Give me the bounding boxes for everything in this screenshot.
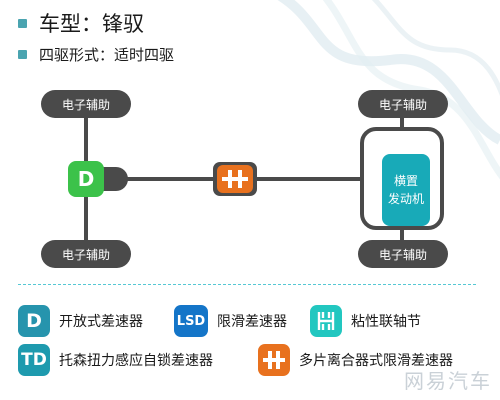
legend-torsen: TD 托森扭力感应自锁差速器 — [18, 344, 213, 376]
header: 车型：锋驭 四驱形式：适时四驱 — [18, 8, 174, 65]
vehicle-model: 车型：锋驭 — [39, 12, 144, 36]
legend-viscous: 粘性联轴节 — [310, 305, 421, 337]
torsen-label: 托森扭力感应自锁差速器 — [59, 353, 213, 369]
assist-pill-rear-top: 电子辅助 — [358, 90, 448, 118]
bullet-icon — [18, 18, 27, 28]
viscous-label: 粘性联轴节 — [351, 314, 421, 330]
drive-line: 四驱形式：适时四驱 — [18, 38, 174, 65]
legend-divider — [18, 284, 476, 285]
watermark-text: 网易汽车 — [404, 368, 492, 393]
engine-label-line1: 横置 — [393, 174, 418, 188]
open-diff-icon: D — [68, 161, 104, 197]
drive-system: 四驱形式：适时四驱 — [39, 46, 175, 64]
model-line: 车型：锋驭 — [18, 8, 174, 38]
lsd-icon: LSD — [174, 305, 208, 337]
multi-plate-clutch-icon — [258, 344, 290, 376]
assist-label: 电子辅助 — [378, 97, 427, 112]
assist-pill-rear-bottom: 电子辅助 — [358, 240, 448, 268]
assist-label: 电子辅助 — [61, 247, 110, 262]
assist-pill-front-bottom: 电子辅助 — [41, 240, 131, 268]
torsen-diff-icon: TD — [18, 344, 50, 376]
legend-multi-plate: 多片离合器式限滑差速器 — [258, 344, 453, 376]
viscous-coupling-icon — [310, 305, 342, 337]
lsd-icon-text: LSD — [176, 313, 206, 329]
open-diff-label: 开放式差速器 — [59, 314, 143, 330]
legend-open-diff: D 开放式差速器 — [18, 305, 143, 337]
open-diff-icon-text: D — [26, 310, 42, 332]
watermark-logo: 网易汽车 — [354, 362, 492, 396]
front-diff-letter: D — [77, 167, 95, 191]
front-differential: D — [68, 161, 128, 197]
center-coupling-icon — [213, 162, 257, 196]
bullet-icon — [18, 50, 27, 59]
engine-label-line2: 发动机 — [387, 192, 424, 206]
lsd-label: 限滑差速器 — [217, 314, 287, 330]
open-diff-icon: D — [18, 305, 50, 337]
assist-label: 电子辅助 — [378, 247, 427, 262]
multi-plate-label: 多片离合器式限滑差速器 — [299, 353, 453, 369]
engine-block: 横置 发动机 — [382, 154, 430, 226]
assist-pill-front-top: 电子辅助 — [41, 90, 131, 118]
assist-label: 电子辅助 — [61, 97, 110, 112]
torsen-icon-text: TD — [21, 350, 47, 370]
legend-lsd: LSD 限滑差速器 — [174, 305, 287, 337]
